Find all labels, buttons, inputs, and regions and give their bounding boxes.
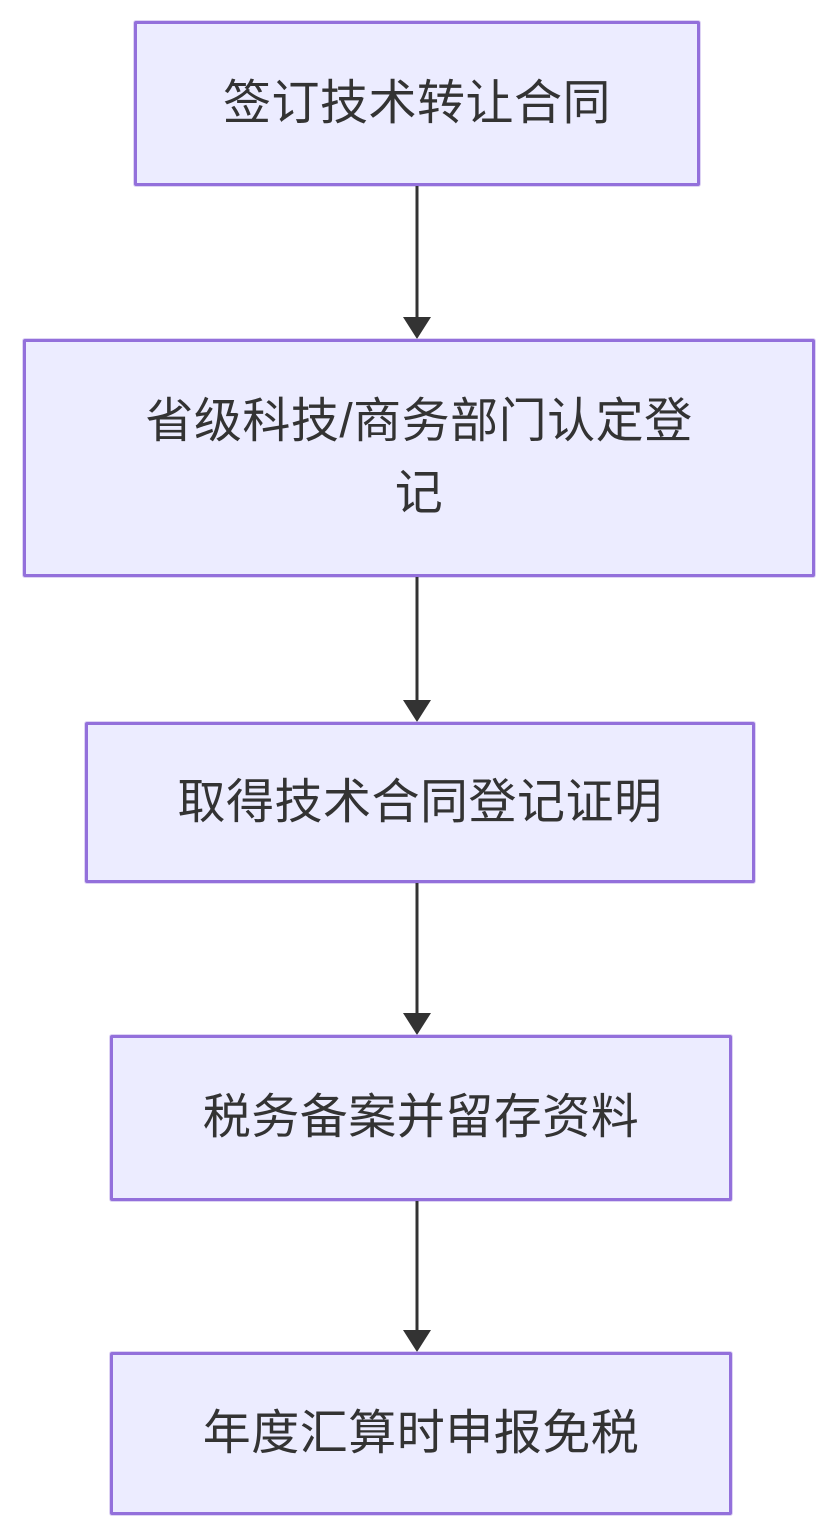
flow-node-tax-filing: 税务备案并留存资料: [110, 1035, 732, 1201]
flow-node-label: 签订技术转让合同: [222, 76, 611, 130]
flow-node-label: 取得技术合同登记证明: [177, 775, 663, 829]
flow-node-label: 税务备案并留存资料: [202, 1091, 640, 1144]
flow-node-label: 省级科技/商务部门认定登记: [145, 395, 693, 520]
flow-arrow-down-icon: [403, 1201, 431, 1352]
flow-node-provincial-registration: 省级科技/商务部门认定登记: [23, 339, 815, 577]
flow-node-label: 年度汇算时申报免税: [202, 1406, 640, 1460]
flow-arrow-down-icon: [403, 577, 431, 722]
flow-node-obtain-certificate: 取得技术合同登记证明: [85, 722, 755, 883]
flow-node-sign-contract: 签订技术转让合同: [134, 21, 700, 186]
flow-node-annual-declaration: 年度汇算时申报免税: [110, 1352, 732, 1515]
flow-arrow-down-icon: [403, 186, 431, 339]
flow-arrow-down-icon: [403, 883, 431, 1035]
